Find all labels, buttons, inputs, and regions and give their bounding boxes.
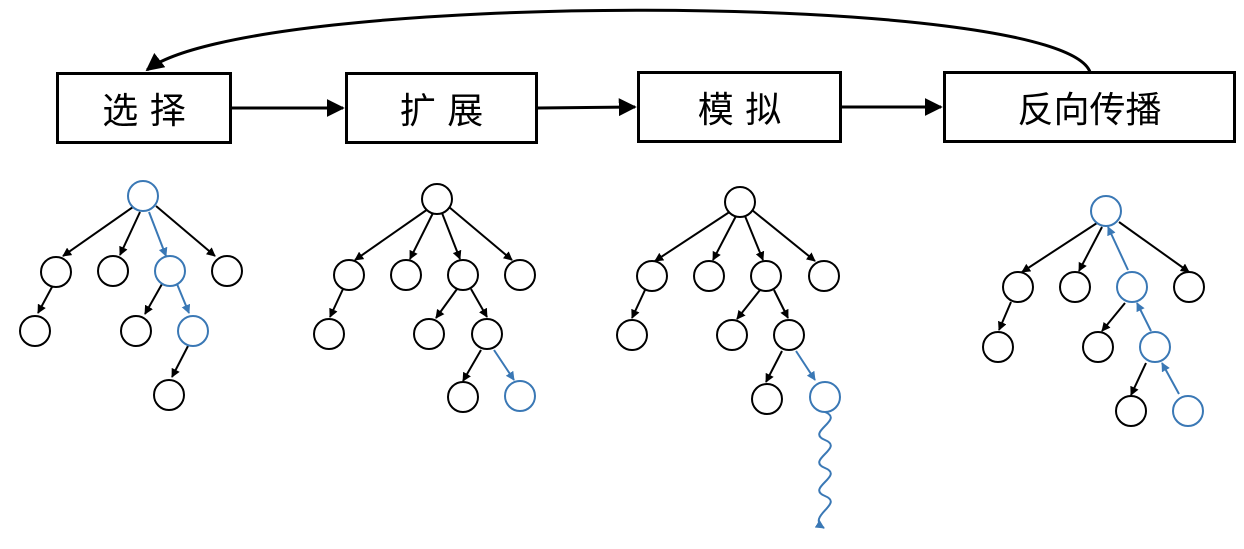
tree-expansion <box>313 183 536 413</box>
tree-backpropagation <box>982 195 1205 427</box>
loop-back-arrow <box>145 8 1092 73</box>
step-label-expand: 扩 展 <box>399 91 484 132</box>
arrow-expand-to-simulate <box>537 98 637 117</box>
step-label-select: 选 择 <box>102 91 186 132</box>
step-box-expand: 扩 展 <box>345 72 538 144</box>
step-label-backprop: 反向传播 <box>1017 90 1162 131</box>
tree-selection <box>19 180 243 411</box>
step-label-simulate: 模 拟 <box>697 90 782 131</box>
step-box-select: 选 择 <box>56 72 232 144</box>
step-box-backprop: 反向传播 <box>943 71 1236 143</box>
rollout-wavy-path <box>814 411 832 529</box>
step-box-simulate: 模 拟 <box>637 71 842 143</box>
tree-simulation <box>616 186 841 529</box>
